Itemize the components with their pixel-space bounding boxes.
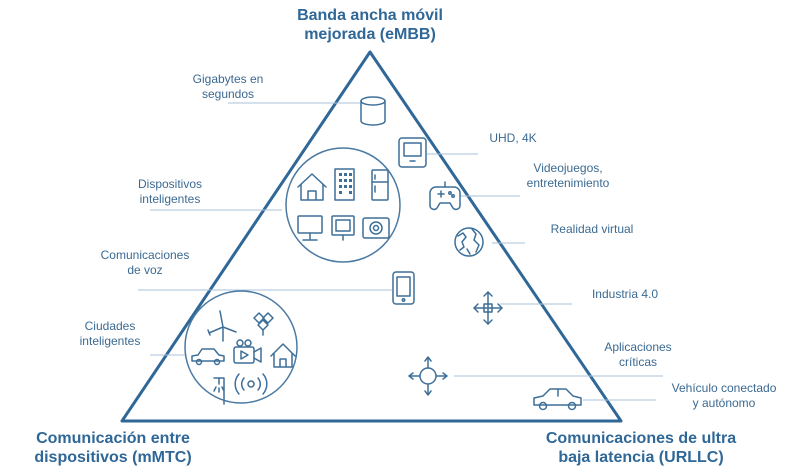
camera-icon bbox=[362, 217, 390, 239]
label-ciudades: Ciudades inteligentes bbox=[65, 319, 155, 349]
video-camera-icon bbox=[233, 339, 262, 364]
label-industria-line1: Industria 4.0 bbox=[591, 287, 659, 301]
title-mmtc-line1: Comunicación entre bbox=[36, 430, 190, 447]
car-icon bbox=[191, 348, 225, 366]
label-realidad-line1: Realidad virtual bbox=[550, 222, 634, 236]
title-mmtc: Comunicación entre dispositivos (mMTC) bbox=[8, 429, 218, 467]
house-icon bbox=[297, 173, 327, 201]
label-vehiculo-line2: y autónomo bbox=[692, 396, 756, 410]
label-videojuegos-line2: entretenimiento bbox=[526, 176, 610, 190]
sedan-icon bbox=[533, 388, 582, 411]
tv-icon bbox=[331, 215, 355, 241]
label-voz-line1: Comunicaciones bbox=[100, 248, 190, 262]
label-voz: Comunicaciones de voz bbox=[85, 248, 205, 278]
building-icon bbox=[334, 168, 355, 201]
label-dispositivos-line2: inteligentes bbox=[139, 192, 201, 206]
title-urllc-line1: Comunicaciones de ultra bbox=[545, 430, 737, 447]
label-vehiculo: Vehículo conectado y autónomo bbox=[654, 381, 794, 411]
label-vehiculo-line1: Vehículo conectado bbox=[671, 381, 777, 395]
title-embb-line2: mejorada (eMBB) bbox=[304, 26, 436, 43]
label-ciudades-line2: inteligentes bbox=[79, 334, 141, 348]
display-icon bbox=[398, 137, 427, 168]
gamepad-icon bbox=[429, 181, 461, 211]
title-urllc-line2: baja latencia (URLLC) bbox=[558, 449, 724, 466]
label-aplicaciones: Aplicaciones críticas bbox=[588, 340, 688, 370]
label-gigabytes: Gigabytes en segundos bbox=[178, 72, 278, 102]
label-videojuegos: Videojuegos, entretenimiento bbox=[512, 161, 624, 191]
title-embb: Banda ancha móvil mejorada (eMBB) bbox=[260, 6, 480, 44]
windmill-icon bbox=[207, 310, 237, 342]
label-dispositivos-line1: Dispositivos bbox=[137, 177, 203, 191]
label-industria: Industria 4.0 bbox=[575, 287, 675, 302]
network-hub-icon bbox=[408, 356, 448, 396]
move-arrows-icon bbox=[473, 291, 503, 325]
label-voz-line2: de voz bbox=[127, 263, 163, 277]
label-aplicaciones-line2: críticas bbox=[618, 355, 657, 369]
label-ciudades-line1: Ciudades bbox=[84, 319, 136, 333]
triangle-outline bbox=[120, 50, 623, 423]
database-icon bbox=[360, 96, 386, 126]
smart-devices-circle bbox=[285, 147, 401, 263]
solar-panel-icon bbox=[253, 312, 274, 336]
label-uhd: UHD, 4K bbox=[478, 131, 548, 146]
streetlight-icon bbox=[213, 377, 225, 405]
smartphone-icon bbox=[392, 271, 415, 305]
signal-icon bbox=[234, 373, 268, 395]
monitor-icon bbox=[297, 215, 323, 241]
label-gigabytes-line1: Gigabytes en bbox=[192, 72, 264, 86]
fridge-icon bbox=[371, 169, 389, 201]
house-icon-city bbox=[270, 343, 296, 368]
title-mmtc-line2: dispositivos (mMTC) bbox=[34, 449, 192, 466]
label-dispositivos: Dispositivos inteligentes bbox=[115, 177, 225, 207]
title-embb-line1: Banda ancha móvil bbox=[297, 7, 443, 24]
label-gigabytes-line2: segundos bbox=[201, 87, 255, 101]
label-uhd-line1: UHD, 4K bbox=[489, 131, 537, 145]
label-realidad: Realidad virtual bbox=[536, 222, 648, 237]
label-aplicaciones-line1: Aplicaciones bbox=[604, 340, 672, 354]
title-urllc: Comunicaciones de ultra baja latencia (U… bbox=[521, 429, 761, 467]
label-videojuegos-line1: Videojuegos, bbox=[533, 161, 603, 175]
globe-icon bbox=[454, 227, 484, 257]
